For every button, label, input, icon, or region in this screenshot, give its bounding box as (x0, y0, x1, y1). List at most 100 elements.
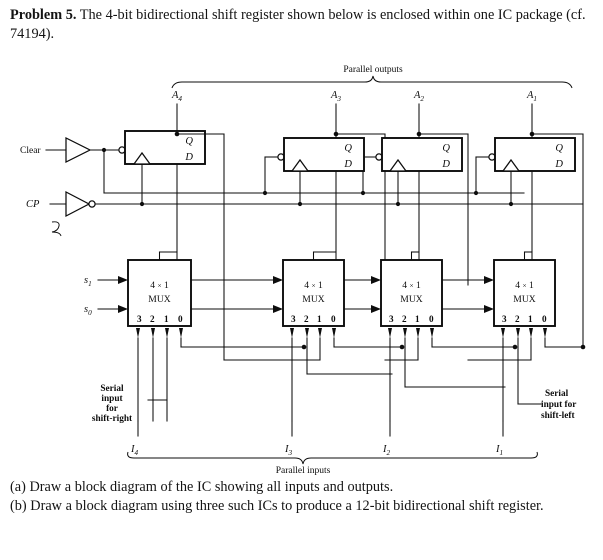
ff1-q-label: Q (555, 143, 563, 154)
s1-arrow-mux4-icon (118, 276, 128, 284)
mux4-pin-2: 2 (150, 314, 155, 324)
mux4-in0-arrow-icon (179, 328, 183, 338)
serial-right-line3: for (106, 404, 118, 414)
ff1-clock-triangle-icon (501, 158, 521, 172)
serial-right-line2: input (101, 394, 123, 404)
mux3-in3-arrow-icon (290, 328, 294, 338)
select-label-s1: s1 (84, 275, 92, 288)
ff2-q-label: Q (442, 143, 450, 154)
problem-statement: Problem 5. The 4-bit bidirectional shift… (10, 6, 595, 44)
s0-arrow-mux1-icon (484, 305, 494, 313)
mux-3: 4 × 1 MUX 3 2 1 0 (282, 259, 345, 327)
mux3-in1-arrow-icon (318, 328, 322, 338)
cp-handwritten-mark (51, 221, 62, 237)
ff4-d-label: D (184, 152, 193, 163)
clear-bus-dot-3 (262, 190, 268, 196)
mux4-pin-0: 0 (178, 314, 183, 324)
problem-text: The 4-bit bidirectional shift register s… (10, 7, 586, 42)
mux2-in3-arrow-icon (388, 328, 392, 338)
output-label-a4: A4 (171, 90, 182, 103)
mux1-bus-dot (512, 344, 518, 350)
serial-right-line4: shift-right (92, 414, 133, 424)
flip-flop-a2: Q D (381, 137, 463, 172)
serial-input-shift-right-group: Serial input for shift-right (92, 384, 133, 424)
questions-block: (a) Draw a block diagram of the IC showi… (10, 478, 595, 516)
question-b: (b) Draw a block diagram using three suc… (10, 498, 544, 514)
serial-left-line3: shift-left (541, 411, 575, 421)
mux4-in3-arrow-icon (136, 328, 140, 338)
parallel-inputs-label: Parallel inputs (276, 466, 331, 476)
mux4-in1-arrow-icon (165, 328, 169, 338)
mux3-title-line2: MUX (302, 294, 324, 305)
cp-bus-dot-1 (508, 201, 514, 207)
mux-4: 4 × 1 MUX 3 2 1 0 (127, 259, 192, 327)
ff2-clock-triangle-icon (388, 158, 408, 172)
parallel-outputs-label: Parallel outputs (343, 65, 403, 75)
mux1-in3-arrow-icon (501, 328, 505, 338)
mux1-serial-dot (580, 344, 586, 350)
ff4-clock-triangle-icon (132, 151, 152, 165)
cp-bus-dot-2 (395, 201, 401, 207)
cp-inverter-icon (65, 190, 91, 218)
mux2-in0-arrow-icon (430, 328, 434, 338)
input-label-i4: I4 (130, 444, 139, 457)
mux1-title-line2: MUX (513, 294, 535, 305)
mux2-pin-0: 0 (429, 314, 434, 324)
clear-input-label: Clear (20, 146, 41, 156)
select-label-s0: s0 (84, 304, 92, 317)
serial-input-shift-left-group: Serial input for shift-left (541, 389, 576, 421)
mux2-title-line2: MUX (400, 294, 422, 305)
mux3-pin-3: 3 (291, 314, 296, 324)
flip-flop-a4: Q D (124, 130, 206, 165)
mux4-pin-3: 3 (137, 314, 142, 324)
mux3-pin-0: 0 (331, 314, 336, 324)
mux2-pin-3: 3 (389, 314, 394, 324)
mux1-pin-2: 2 (515, 314, 520, 324)
s0-arrow-mux4-icon (118, 305, 128, 313)
shift-register-schematic: Parallel outputs A4 A3 A2 A1 Clear CP Q (0, 56, 603, 476)
s1-arrow-mux3-icon (273, 276, 283, 284)
cp-inverter-bubble-icon (88, 200, 96, 208)
mux1-title-line1: 4 × 1 (515, 280, 534, 291)
input-label-i2: I2 (382, 444, 391, 457)
mux1-in1-arrow-icon (529, 328, 533, 338)
serial-right-line1: Serial (100, 384, 124, 394)
mux2-pin-1: 1 (415, 314, 420, 324)
mux4-in2-arrow-icon (151, 328, 155, 338)
input-label-i3: I3 (284, 444, 293, 457)
mux2-in2-arrow-icon (403, 328, 407, 338)
problem-label: Problem 5. (10, 7, 77, 23)
mux4-pin-1: 1 (164, 314, 169, 324)
output-label-a3: A3 (330, 90, 341, 103)
mux3-in0-arrow-icon (332, 328, 336, 338)
mux1-pin-1: 1 (528, 314, 533, 324)
ff3-q-label: Q (344, 143, 352, 154)
mux1-in2-arrow-icon (516, 328, 520, 338)
s1-arrow-mux2-icon (371, 276, 381, 284)
ff2-d-label: D (441, 159, 450, 170)
serial-left-line1: Serial (545, 389, 569, 399)
input-label-i1: I1 (495, 444, 503, 457)
question-a: (a) Draw a block diagram of the IC showi… (10, 479, 394, 495)
cp-bus-dot-3 (297, 201, 303, 207)
mux2-pin-2: 2 (402, 314, 407, 324)
clear-buffer-icon (65, 136, 92, 164)
mux4-title-line1: 4 × 1 (150, 280, 169, 291)
output-label-a1: A1 (526, 90, 537, 103)
s1-arrow-mux1-icon (484, 276, 494, 284)
mux2-in1-arrow-icon (416, 328, 420, 338)
s0-arrow-mux2-icon (371, 305, 381, 313)
flip-flop-a1: Q D (494, 137, 576, 172)
mux1-pin-3: 3 (502, 314, 507, 324)
mux3-title-line1: 4 × 1 (304, 280, 323, 291)
mux1-pin-0: 0 (542, 314, 547, 324)
serial-left-line2: input for (541, 400, 576, 410)
ff1-d-label: D (554, 159, 563, 170)
mux3-serial-dot (301, 344, 307, 350)
s0-arrow-mux3-icon (273, 305, 283, 313)
mux3-pin-2: 2 (304, 314, 309, 324)
mux3-pin-1: 1 (317, 314, 322, 324)
mux1-in0-arrow-icon (543, 328, 547, 338)
ff4-q-label: Q (185, 136, 193, 147)
mux-2: 4 × 1 MUX 3 2 1 0 (380, 259, 443, 327)
